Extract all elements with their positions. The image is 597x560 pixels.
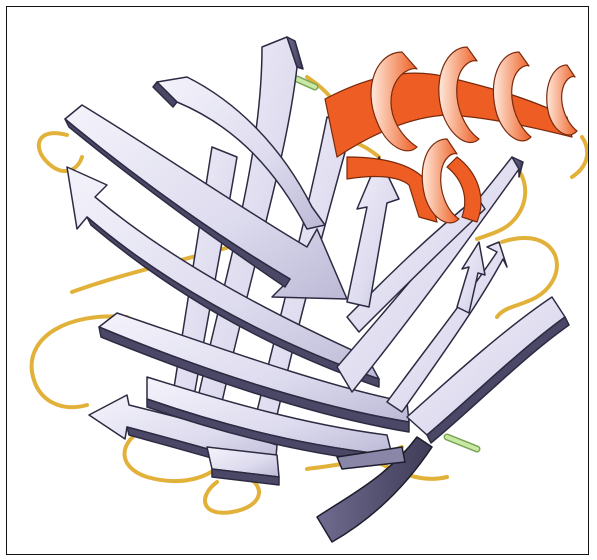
helix-turn-3	[493, 52, 531, 141]
figure-frame	[6, 6, 589, 555]
loop-top-left	[39, 133, 82, 171]
loop-helix-tail	[572, 137, 587, 177]
protein-ribbon-illustration	[7, 7, 589, 555]
